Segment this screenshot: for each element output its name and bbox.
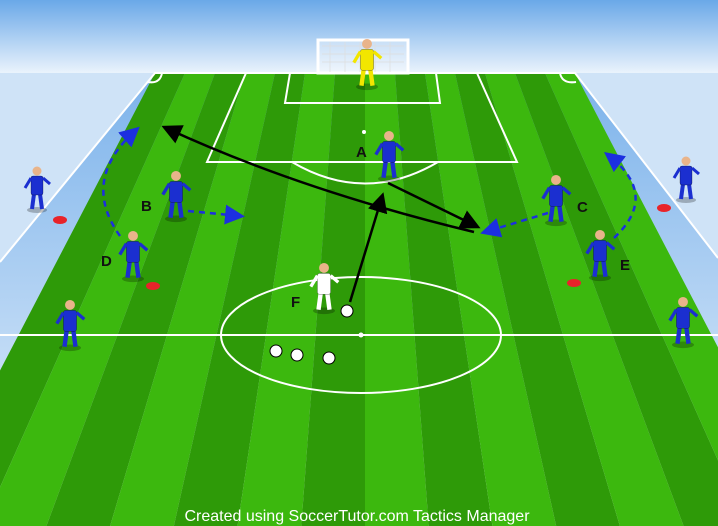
pitch-stripe — [173, 73, 305, 526]
pitch-stripe — [425, 73, 557, 526]
player-wide-left-bottom — [55, 299, 86, 352]
corner-arc-left — [147, 72, 163, 84]
center-circle — [220, 276, 502, 394]
ball — [322, 351, 336, 365]
center-spot — [358, 332, 364, 338]
label-e: E — [620, 257, 630, 274]
label-f: F — [291, 294, 300, 311]
label-b: B — [141, 198, 152, 215]
label-d: D — [101, 253, 112, 270]
six-yard-box — [283, 72, 442, 104]
player-wide-left-top — [23, 166, 51, 213]
player-wide-right-bottom — [668, 296, 699, 349]
pitch-stripe — [485, 73, 684, 526]
run-arrow — [604, 151, 637, 239]
cone — [146, 282, 160, 290]
pass-arrows — [161, 125, 481, 303]
pass-arrow — [348, 192, 388, 303]
pitch-stripe — [301, 73, 365, 526]
pitch-stripe — [545, 73, 718, 461]
player-c — [541, 174, 572, 227]
penalty-arc — [291, 161, 439, 185]
penalty-box — [205, 72, 519, 163]
player-f — [309, 262, 340, 315]
pitch-stripe — [395, 73, 493, 526]
sky — [0, 0, 718, 73]
goalkeeper — [352, 38, 383, 91]
run-arrows — [102, 126, 637, 239]
pass-arrow — [387, 181, 481, 229]
corner-arc-right — [559, 72, 577, 84]
player-wide-right-top — [672, 156, 700, 203]
run-arrow — [102, 126, 140, 237]
footer-credit: Created using SoccerTutor.com Tactics Ma… — [184, 508, 530, 525]
players — [23, 38, 700, 352]
pitch-stripe — [0, 73, 215, 526]
pitch-stripe — [46, 73, 245, 526]
label-a: A — [356, 144, 367, 161]
pitch-stripe — [515, 73, 718, 526]
cone — [567, 279, 581, 287]
cone — [53, 216, 67, 224]
pitch-stripe — [110, 73, 275, 526]
balls — [269, 304, 354, 365]
cone — [657, 204, 671, 212]
player-d — [118, 230, 149, 283]
run-arrow — [187, 204, 245, 225]
pitch-stripe — [455, 73, 620, 526]
pitch-stripe — [365, 73, 429, 526]
cones — [53, 204, 671, 290]
ball — [269, 344, 283, 358]
player-e — [585, 229, 616, 282]
penalty-spot — [362, 130, 366, 134]
player-b — [161, 170, 192, 223]
pass-arrow — [161, 125, 475, 234]
ball — [340, 304, 354, 318]
ball — [290, 348, 304, 362]
label-c: C — [577, 199, 588, 216]
player-a — [374, 130, 405, 183]
